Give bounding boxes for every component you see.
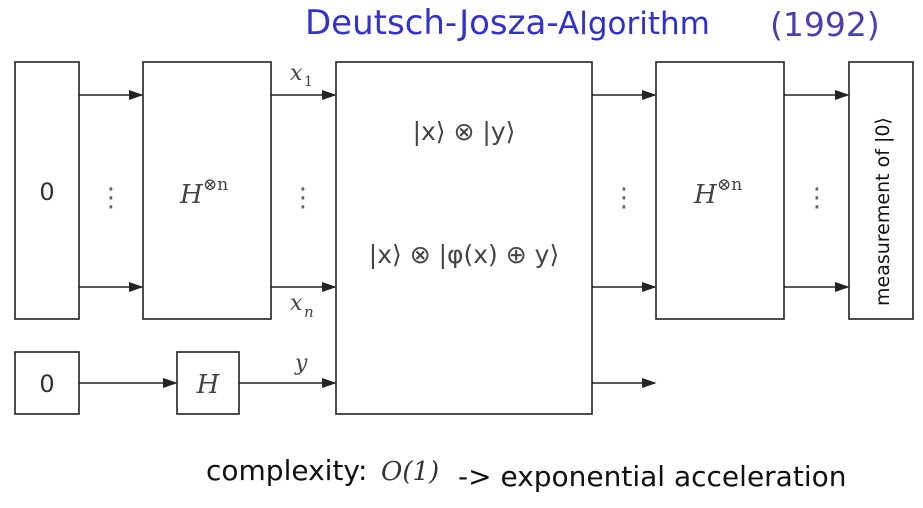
ellipsis-after-h: ⋮ — [290, 183, 316, 213]
complexity-label: complexity: — [206, 454, 367, 487]
hadamard-n-label: H — [179, 180, 204, 210]
ellipsis-register: ⋮ — [98, 183, 124, 213]
title-algorithm: Algorithm — [558, 6, 710, 42]
label-y: y — [294, 351, 308, 376]
hadamard-n-out-label: H — [693, 180, 718, 210]
title-main: Deutsch-Josza- — [305, 3, 559, 43]
complexity-value: O(1) — [381, 457, 439, 487]
register-input-label: 0 — [39, 178, 54, 206]
label-xn: x — [290, 291, 303, 316]
label-x1: x — [290, 61, 303, 86]
complexity-note: -> exponential acceleration — [458, 460, 846, 493]
register-input-box — [14, 61, 80, 320]
ellipsis-after-h-out: ⋮ — [804, 183, 830, 213]
hadamard-single-label: H — [196, 370, 221, 400]
oracle-output-state: |x⟩ ⊗ |φ(x) ⊕ y⟩ — [369, 240, 559, 269]
hadamard-n-out-box — [655, 61, 785, 320]
oracle-box — [335, 61, 593, 415]
ancilla-input-label: 0 — [39, 370, 54, 398]
hadamard-n-box — [142, 61, 272, 320]
ancilla-input-box — [14, 351, 80, 415]
measurement-label: measurement of |0⟩ — [872, 117, 894, 306]
label-x1-subscript: 1 — [304, 74, 313, 90]
measurement-box — [848, 61, 914, 320]
hadamard-n-superscript: ⊗n — [203, 175, 228, 195]
label-xn-subscript: n — [304, 303, 314, 321]
hadamard-n-out-superscript: ⊗n — [717, 175, 742, 195]
title-year: (1992) — [770, 5, 880, 44]
oracle-input-state: |x⟩ ⊗ |y⟩ — [413, 117, 516, 146]
ellipsis-after-oracle: ⋮ — [611, 183, 637, 213]
